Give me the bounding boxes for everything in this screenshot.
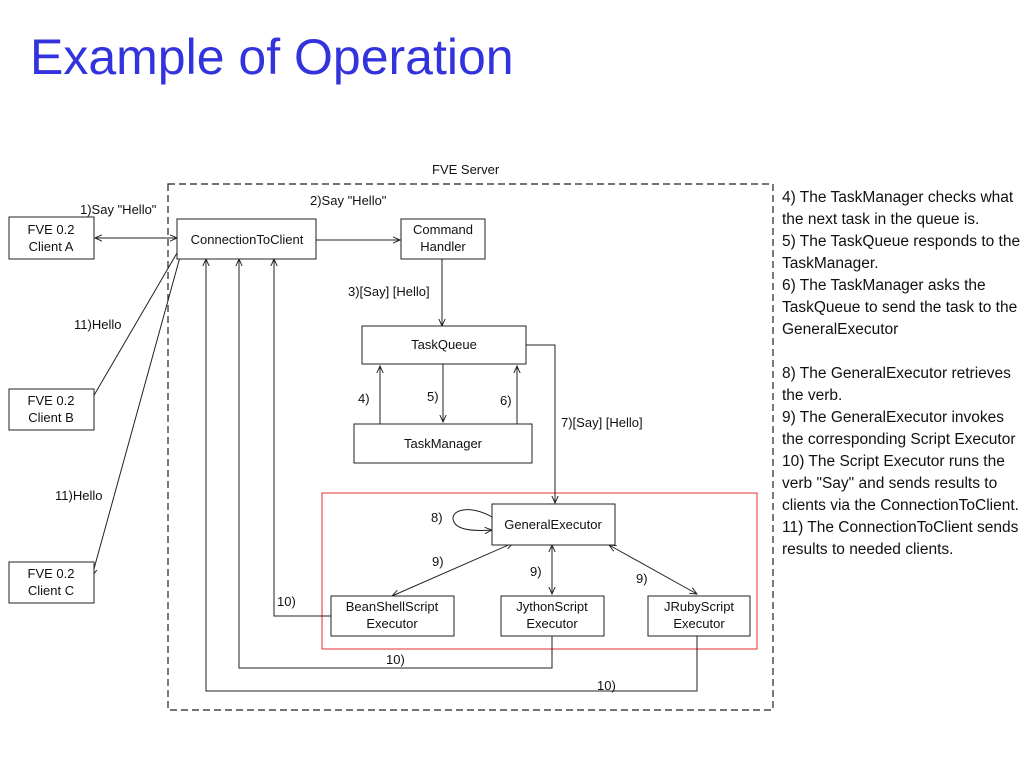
edge-step10-jruby: [206, 259, 698, 692]
step-notes: 4) The TaskManager checks what the next …: [782, 187, 1022, 561]
svg-text:Executor: Executor: [366, 616, 418, 631]
edge-step10-beanshell: [274, 259, 331, 617]
label-step9-mid: 9): [530, 564, 542, 579]
svg-text:ConnectionToClient: ConnectionToClient: [191, 232, 304, 247]
note-step10: 10) The Script Executor runs the verb "S…: [782, 453, 1019, 514]
label-step10-jruby: 10): [597, 678, 616, 693]
svg-text:TaskQueue: TaskQueue: [411, 337, 477, 352]
fve-server-label: FVE Server: [432, 162, 500, 177]
label-step9-left: 9): [432, 554, 444, 569]
beanshell-executor-node: BeanShellScript Executor: [330, 595, 455, 637]
fve-server-boundary: [167, 183, 774, 711]
svg-text:FVE 0.2: FVE 0.2: [28, 393, 75, 408]
svg-text:Client B: Client B: [28, 410, 74, 425]
connection-to-client-node: ConnectionToClient: [176, 218, 317, 260]
general-executor-node: GeneralExecutor: [491, 503, 616, 546]
note-step5: 5) The TaskQueue responds to the TaskMan…: [782, 233, 1021, 272]
note-step6: 6) The TaskManager asks the TaskQueue to…: [782, 277, 1018, 338]
executor-group-boundary: [321, 492, 758, 650]
svg-text:Client A: Client A: [29, 239, 74, 254]
edge-step8: [452, 509, 492, 531]
jruby-executor-node: JRubyScript Executor: [647, 595, 751, 637]
svg-text:TaskManager: TaskManager: [404, 436, 483, 451]
label-step11-client-b: 11)Hello: [74, 317, 121, 332]
client-b-node: FVE 0.2 Client B: [8, 388, 95, 431]
task-queue-node: TaskQueue: [361, 325, 527, 365]
connectors: [86, 238, 698, 692]
note-step9: 9) The GeneralExecutor invokes the corre…: [782, 409, 1016, 448]
svg-text:FVE 0.2: FVE 0.2: [28, 566, 75, 581]
edge-step9-jruby: [609, 545, 697, 594]
label-step11-client-c: 11)Hello: [55, 488, 102, 503]
svg-text:Executor: Executor: [673, 616, 725, 631]
svg-text:Client C: Client C: [28, 583, 74, 598]
svg-text:FVE 0.2: FVE 0.2: [28, 222, 75, 237]
svg-text:Executor: Executor: [526, 616, 578, 631]
label-step3: 3)[Say] [Hello]: [348, 284, 430, 299]
notes-spacer: [782, 341, 1022, 363]
edge-step9-beanshell: [392, 543, 513, 596]
label-step6: 6): [500, 393, 512, 408]
label-step10-beanshell: 10): [277, 594, 296, 609]
label-step2: 2)Say "Hello": [310, 193, 387, 208]
svg-text:Handler: Handler: [420, 239, 466, 254]
slide-title: Example of Operation: [30, 29, 514, 85]
svg-text:Command: Command: [413, 222, 473, 237]
label-step8: 8): [431, 510, 443, 525]
note-step8: 8) The GeneralExecutor retrieves the ver…: [782, 365, 1011, 404]
label-step4: 4): [358, 391, 370, 406]
label-step7: 7)[Say] [Hello]: [561, 415, 643, 430]
edge-step7: [526, 344, 555, 503]
svg-text:GeneralExecutor: GeneralExecutor: [504, 517, 602, 532]
task-manager-node: TaskManager: [353, 423, 533, 464]
label-step5: 5): [427, 389, 439, 404]
label-step10-jython: 10): [386, 652, 405, 667]
note-step4: 4) The TaskManager checks what the next …: [782, 189, 1014, 228]
edge-labels: 1)Say "Hello" 2)Say "Hello" 3)[Say] [Hel…: [55, 193, 648, 693]
svg-text:JythonScript: JythonScript: [516, 599, 588, 614]
command-handler-node: Command Handler: [400, 218, 486, 260]
label-step9-right: 9): [636, 571, 648, 586]
edge-step11-client-b: [86, 252, 178, 409]
svg-text:JRubyScript: JRubyScript: [664, 599, 734, 614]
note-step11: 11) The ConnectionToClient sends results…: [782, 519, 1019, 558]
label-step1: 1)Say "Hello": [80, 202, 157, 217]
svg-text:BeanShellScript: BeanShellScript: [346, 599, 439, 614]
client-a-node: FVE 0.2 Client A: [8, 216, 95, 260]
edge-step10-jython: [239, 259, 553, 669]
jython-executor-node: JythonScript Executor: [500, 595, 605, 637]
edge-step11-client-c: [92, 256, 181, 576]
client-c-node: FVE 0.2 Client C: [8, 561, 95, 604]
